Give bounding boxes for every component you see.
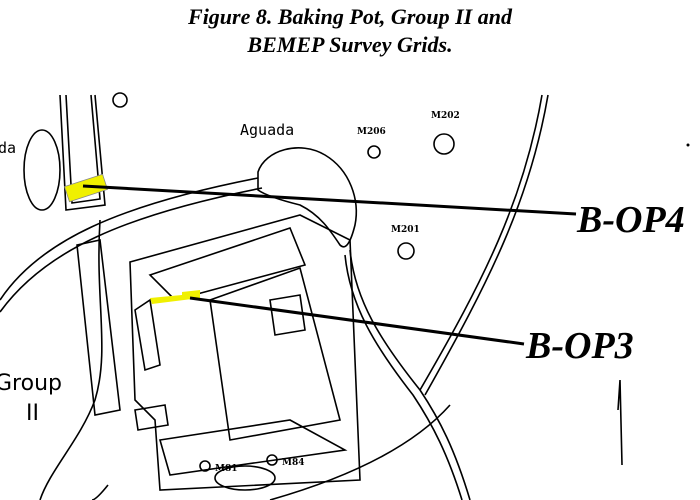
mound-m201 xyxy=(397,242,415,260)
m201-label: M201 xyxy=(391,225,420,235)
m202-label: M202 xyxy=(431,111,460,121)
b-op4-label: B-OP4 xyxy=(576,199,685,241)
b-op3-label: B-OP3 xyxy=(525,325,634,367)
m206-label: M206 xyxy=(357,127,386,137)
mound-top xyxy=(112,92,128,108)
left-causeway xyxy=(59,94,106,211)
aguada-left-pond xyxy=(23,129,61,211)
b-op3-leader xyxy=(189,296,525,346)
dot xyxy=(686,143,690,147)
figure-title-line1: Figure 8. Baking Pot, Group II and xyxy=(188,4,512,29)
group-number-label: II xyxy=(26,401,39,426)
mound-m206 xyxy=(367,145,381,159)
mound-m81 xyxy=(199,460,211,472)
m84-label: M84 xyxy=(282,458,305,468)
aguada-left-label: da xyxy=(0,139,16,157)
north-arrow xyxy=(617,379,623,466)
aguada-label: Aguada xyxy=(240,121,294,139)
b-op3-marker[interactable] xyxy=(150,290,200,304)
b-op4-leader xyxy=(82,184,577,216)
group-ii-structures xyxy=(76,214,361,491)
b-op4-marker[interactable] xyxy=(64,173,108,203)
group-label: Group xyxy=(0,371,62,396)
figure-title-line2: BEMEP Survey Grids. xyxy=(247,32,453,57)
mound-m202 xyxy=(433,133,455,155)
roads xyxy=(0,94,549,500)
